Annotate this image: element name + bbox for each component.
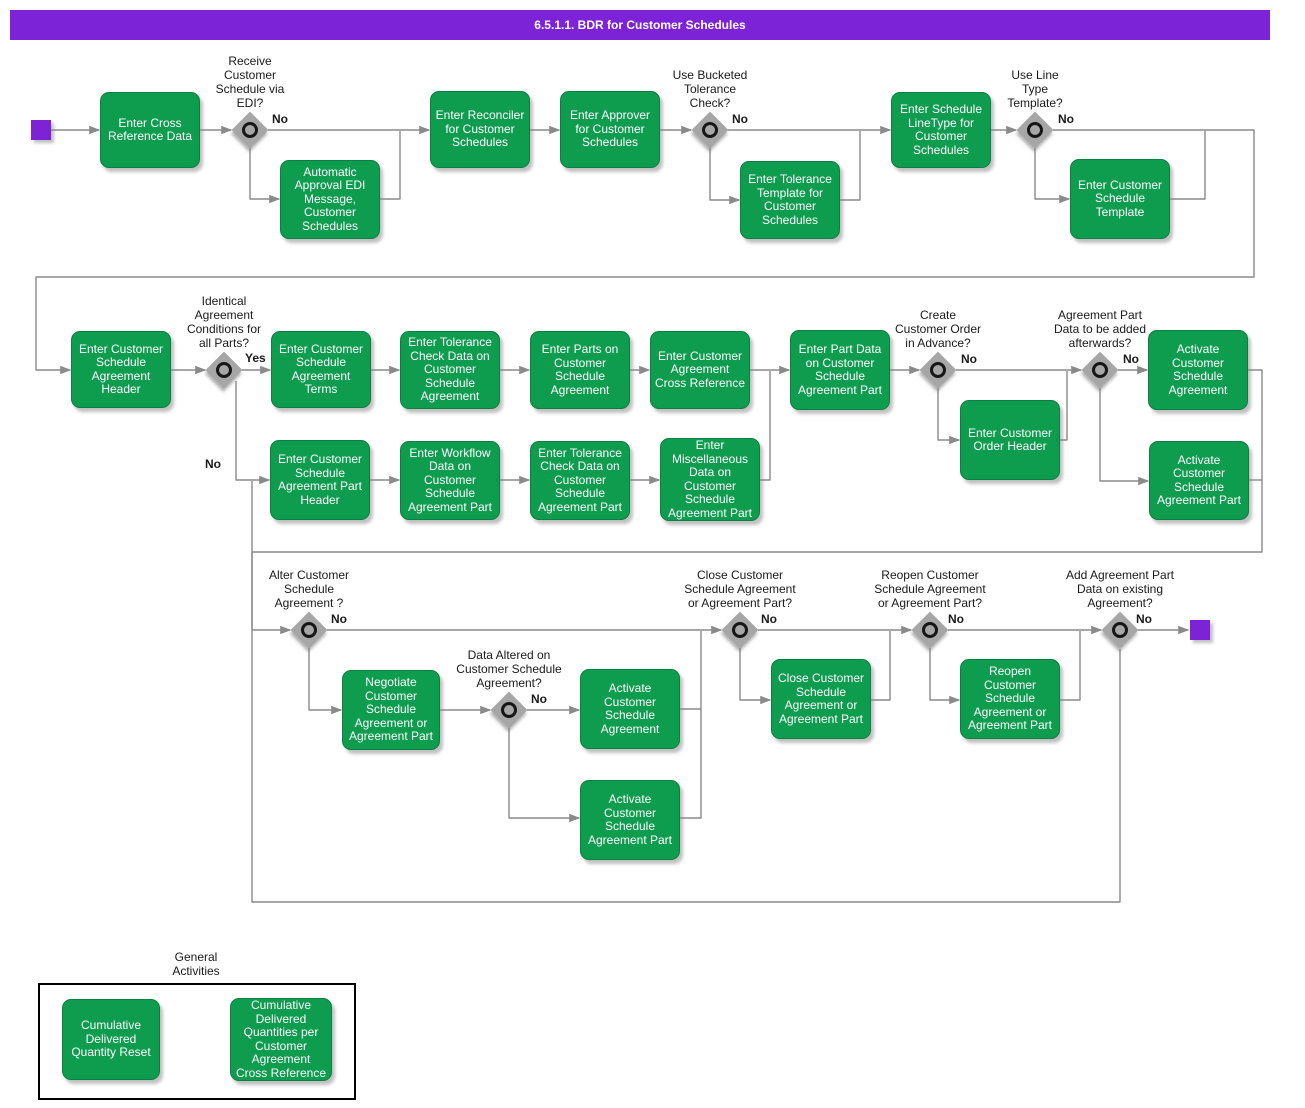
diagram-title-bar: 6.5.1.1. BDR for Customer Schedules: [10, 10, 1270, 40]
decision-create-order-advance-diamond: [919, 351, 957, 389]
decision-ring-icon: [922, 622, 938, 638]
branch-label-no: No: [961, 352, 977, 366]
activity-close-agreement: Close Customer Schedule Agreement or Agr…: [771, 659, 871, 739]
activity-enter-workflow-data-part: Enter Workflow Data on Customer Schedule…: [400, 441, 500, 520]
activity-activate-agreement-part: Activate Customer Schedule Agreement Par…: [1149, 441, 1249, 520]
decision-close-agreement-diamond: [721, 611, 759, 649]
branch-label-no: No: [948, 612, 964, 626]
activity-enter-tolerance-check-part: Enter Tolerance Check Data on Customer S…: [530, 441, 630, 520]
branch-label-no: No: [1123, 352, 1139, 366]
branch-label-no: No: [761, 612, 777, 626]
decision-create-order-advance-question: Create Customer Order in Advance?: [894, 308, 982, 350]
decision-receive-edi-diamond: [231, 111, 269, 149]
general-activities-heading: General Activities: [172, 950, 220, 978]
activity-enter-tolerance-check-agreement: Enter Tolerance Check Data on Customer S…: [400, 331, 500, 409]
activity-enter-cross-reference-data: Enter Cross Reference Data: [100, 92, 200, 168]
decision-receive-edi-question: Receive Customer Schedule via EDI?: [215, 54, 285, 110]
decision-add-part-existing-question: Add Agreement Part Data on existing Agre…: [1065, 568, 1175, 610]
decision-ring-icon: [216, 362, 232, 378]
decision-close-agreement-question: Close Customer Schedule Agreement or Agr…: [684, 568, 796, 610]
decision-data-altered-diamond: [490, 691, 528, 729]
start-node: [31, 120, 51, 140]
activity-enter-tolerance-template: Enter Tolerance Template for Customer Sc…: [740, 161, 840, 239]
activity-activate-agreement-part-row3: Activate Customer Schedule Agreement Par…: [580, 780, 680, 860]
decision-data-altered-question: Data Altered on Customer Schedule Agreem…: [456, 648, 562, 690]
decision-ring-icon: [930, 362, 946, 378]
activity-enter-parts-on-agreement: Enter Parts on Customer Schedule Agreeme…: [530, 331, 630, 409]
activity-enter-customer-schedule-template: Enter Customer Schedule Template: [1070, 159, 1170, 239]
activity-reopen-agreement: Reopen Customer Schedule Agreement or Ag…: [960, 659, 1060, 739]
activity-cumulative-delivered-quantity-reset: Cumulative Delivered Quantity Reset: [62, 999, 160, 1080]
decision-part-data-afterwards-diamond: [1081, 351, 1119, 389]
activity-enter-schedule-linetype: Enter Schedule LineType for Customer Sch…: [891, 92, 991, 168]
activity-enter-miscellaneous-data-part: Enter Miscellaneous Data on Customer Sch…: [660, 438, 760, 521]
activity-enter-agreement-cross-reference: Enter Customer Agreement Cross Reference: [650, 331, 750, 409]
activity-enter-reconciler: Enter Reconciler for Customer Schedules: [430, 91, 530, 168]
activity-cumulative-delivered-quantities-per-cross-reference: Cumulative Delivered Quantities per Cust…: [230, 998, 332, 1081]
branch-label-no: No: [732, 112, 748, 126]
activity-enter-customer-order-header: Enter Customer Order Header: [960, 400, 1060, 480]
activity-activate-agreement: Activate Customer Schedule Agreement: [1148, 330, 1248, 410]
decision-ring-icon: [1027, 122, 1043, 138]
activity-enter-agreement-terms: Enter Customer Schedule Agreement Terms: [271, 331, 371, 408]
decision-part-data-afterwards-question: Agreement Part Data to be added afterwar…: [1053, 308, 1147, 350]
decision-ring-icon: [702, 122, 718, 138]
activity-activate-agreement-row3: Activate Customer Schedule Agreement: [580, 669, 680, 749]
activity-enter-part-data-agreement-part: Enter Part Data on Customer Schedule Agr…: [790, 330, 890, 410]
end-node: [1190, 620, 1210, 640]
decision-add-part-existing-diamond: [1101, 611, 1139, 649]
decision-alter-agreement-question: Alter Customer Schedule Agreement ?: [268, 568, 350, 610]
decision-bucketed-tolerance-question: Use Bucketed Tolerance Check?: [672, 68, 748, 110]
decision-ring-icon: [301, 622, 317, 638]
decision-alter-agreement-diamond: [290, 611, 328, 649]
branch-label-no: No: [1058, 112, 1074, 126]
decision-line-type-template-question: Use Line Type Template?: [1007, 68, 1063, 110]
branch-label-no: No: [331, 612, 347, 626]
decision-ring-icon: [1112, 622, 1128, 638]
activity-automatic-approval-edi-message: Automatic Approval EDI Message, Customer…: [280, 160, 380, 239]
decision-identical-conditions-diamond: [205, 351, 243, 389]
branch-label-no: No: [1136, 612, 1152, 626]
branch-label-no: No: [205, 457, 221, 471]
decision-reopen-agreement-diamond: [911, 611, 949, 649]
branch-label-yes: Yes: [245, 351, 266, 365]
decision-bucketed-tolerance-diamond: [691, 111, 729, 149]
activity-negotiate-agreement: Negotiate Customer Schedule Agreement or…: [342, 670, 440, 750]
decision-reopen-agreement-question: Reopen Customer Schedule Agreement or Ag…: [874, 568, 986, 610]
decision-ring-icon: [501, 702, 517, 718]
branch-label-no: No: [272, 112, 288, 126]
activity-enter-agreement-header: Enter Customer Schedule Agreement Header: [71, 331, 171, 408]
decision-line-type-template-diamond: [1016, 111, 1054, 149]
decision-ring-icon: [1092, 362, 1108, 378]
decision-identical-conditions-question: Identical Agreement Conditions for all P…: [186, 294, 262, 350]
decision-ring-icon: [242, 122, 258, 138]
activity-enter-approver: Enter Approver for Customer Schedules: [560, 91, 660, 168]
decision-ring-icon: [732, 622, 748, 638]
activity-enter-agreement-part-header: Enter Customer Schedule Agreement Part H…: [270, 440, 370, 520]
branch-label-no: No: [531, 692, 547, 706]
